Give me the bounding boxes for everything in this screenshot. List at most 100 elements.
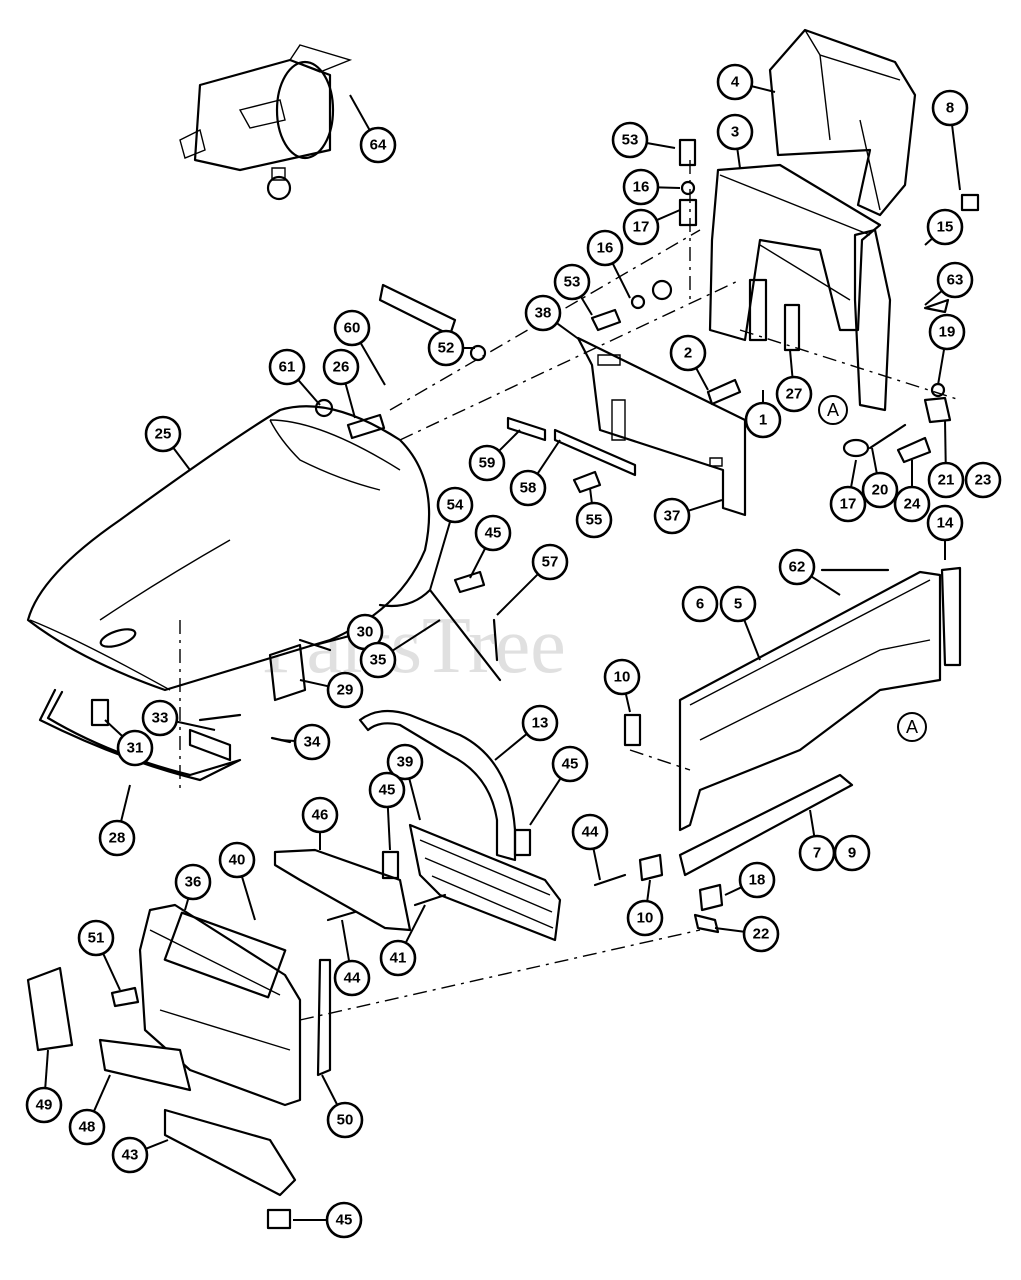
- callout-number: 43: [122, 1147, 139, 1164]
- callout-c64: 64: [349, 94, 397, 164]
- callout-c53a: 53: [611, 121, 676, 159]
- leader-line: [924, 290, 943, 306]
- callout-number: 45: [562, 756, 579, 773]
- callout-c16a: 16: [622, 168, 681, 206]
- callout-number: 55: [586, 512, 603, 529]
- leader-line: [789, 349, 794, 378]
- callout-number: 45: [336, 1212, 353, 1229]
- callout-number: 44: [582, 824, 599, 841]
- leader-line: [102, 953, 121, 991]
- callout-number: 14: [937, 515, 954, 532]
- callout-c54: 54: [429, 486, 474, 591]
- callout-number: 54: [447, 497, 464, 514]
- callout-c40: 40: [218, 841, 256, 921]
- leader-line: [951, 124, 961, 191]
- callout-number: 10: [637, 910, 654, 927]
- part-3-support-frame: [708, 163, 892, 412]
- leader-line: [944, 419, 947, 464]
- callout-c58: 58: [509, 439, 561, 507]
- callout-number: 50: [337, 1112, 354, 1129]
- leader-line: [321, 1074, 339, 1106]
- callout-c17b: 17: [829, 459, 867, 523]
- part-25-hood: [26, 405, 431, 692]
- callout-c49: 49: [25, 1049, 63, 1124]
- callout-number: 44: [344, 970, 361, 987]
- callout-c28: 28: [98, 784, 136, 857]
- leader-line: [751, 85, 776, 93]
- part-5-side-panel: [678, 566, 962, 832]
- leader-line: [429, 521, 452, 591]
- leader-line: [404, 904, 426, 944]
- callout-number: 41: [390, 950, 407, 967]
- callout-number: 37: [664, 508, 681, 525]
- leader-line: [687, 499, 723, 512]
- leader-line: [579, 296, 593, 316]
- callout-c18: 18: [724, 861, 776, 899]
- leader-line: [44, 1049, 49, 1089]
- leader-line: [646, 879, 651, 902]
- callout-number: 13: [532, 715, 549, 732]
- leader-line: [386, 806, 391, 851]
- leader-line: [656, 209, 681, 222]
- part-13-front-bar: [358, 709, 517, 862]
- callout-c63: 63: [924, 261, 974, 306]
- callout-c45c: 45: [368, 771, 406, 851]
- callout-c27: 27: [775, 349, 813, 413]
- callout-number: 53: [622, 132, 639, 149]
- part-43-plate: [163, 1108, 297, 1197]
- leader-line: [172, 447, 191, 471]
- leader-line: [736, 148, 741, 169]
- leader-line: [850, 459, 857, 488]
- callout-c20: 20: [861, 447, 899, 509]
- callout-c3: 3: [716, 113, 754, 169]
- leader-line: [104, 719, 124, 738]
- callout-number: 4: [731, 74, 740, 91]
- callout-number: 60: [344, 320, 361, 337]
- callout-number: 45: [485, 525, 502, 542]
- callout-number: 40: [229, 852, 246, 869]
- callout-c57: 57: [496, 543, 569, 616]
- callout-number: 64: [370, 137, 387, 154]
- leader-line: [871, 447, 878, 474]
- leader-line: [611, 262, 631, 299]
- leader-line: [279, 739, 296, 742]
- callout-c26: 26: [322, 348, 360, 419]
- callout-c53b: 53: [553, 263, 593, 316]
- callout-number: 59: [479, 455, 496, 472]
- leader-line: [657, 186, 681, 189]
- callout-c29: 29: [299, 671, 364, 709]
- leader-line: [120, 784, 131, 822]
- leader-line: [498, 429, 521, 452]
- leader-line: [145, 1139, 169, 1150]
- leader-line: [529, 777, 562, 826]
- callout-number: 17: [840, 496, 857, 513]
- leader-line: [469, 547, 487, 579]
- callout-number: 22: [753, 926, 770, 943]
- leader-line: [589, 487, 593, 504]
- part-49-panel: [26, 966, 74, 1052]
- callout-c30: 30: [314, 613, 384, 651]
- callout-number: 53: [564, 274, 581, 291]
- callout-number: 51: [88, 930, 105, 947]
- callout-c45d: 45: [293, 1201, 363, 1239]
- callout-c34: 34: [279, 723, 331, 761]
- callout-number: 39: [397, 754, 414, 771]
- callout-c4: 4: [716, 63, 776, 101]
- callout-c1: 1: [744, 390, 782, 439]
- svg-text:A: A: [906, 717, 918, 737]
- callout-number: 36: [185, 874, 202, 891]
- leader-line: [176, 720, 216, 731]
- callout-c31: 31: [104, 719, 154, 767]
- callout-number: 10: [614, 669, 631, 686]
- callout-c37: 37: [653, 497, 723, 535]
- leader-line: [592, 848, 601, 881]
- callout-c19: 19: [928, 313, 966, 386]
- part-38-firewall-plate: [576, 336, 747, 517]
- callout-c7: 7: [798, 809, 836, 872]
- callout-c51: 51: [77, 919, 121, 991]
- callout-c21: 21: [927, 419, 965, 499]
- leader-line: [714, 927, 745, 933]
- leader-line: [341, 919, 351, 962]
- leader-line: [184, 898, 190, 911]
